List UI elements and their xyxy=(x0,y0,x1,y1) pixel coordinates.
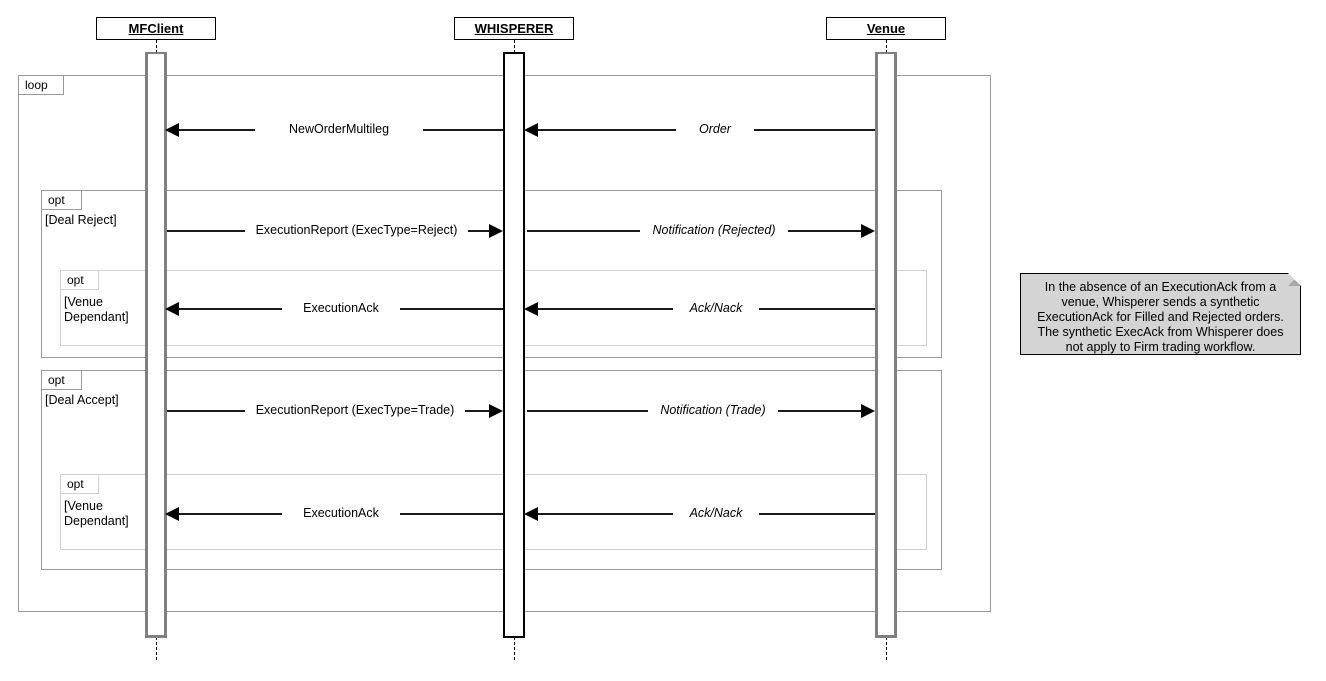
fragment-opt-venue-dependant-2: opt xyxy=(60,474,927,550)
participant-header-whisperer[interactable]: WHISPERER xyxy=(454,17,574,40)
message-label-executionreport-reject: ExecutionReport (ExecType=Reject) xyxy=(245,223,468,237)
message-label-newordermultileg: NewOrderMultileg xyxy=(255,122,423,136)
note-box: In the absence of an ExecutionAck from a… xyxy=(1020,273,1301,355)
fragment-opt-venue-dependant-1-guard: [Venue Dependant] xyxy=(64,295,129,324)
arrowhead-left-icon xyxy=(524,302,538,316)
participant-label-whisperer: WHISPERER xyxy=(474,21,554,36)
fragment-opt-venue-dependant-2-guard: [Venue Dependant] xyxy=(64,499,129,528)
activation-bar-venue xyxy=(875,52,897,638)
participant-header-mfclient[interactable]: MFClient xyxy=(96,17,216,40)
message-label-executionack-2: ExecutionAck xyxy=(282,506,400,520)
arrowhead-left-icon xyxy=(165,507,179,521)
fragment-opt-venue-dependant-2-operator: opt xyxy=(61,475,99,494)
arrowhead-left-icon xyxy=(165,123,179,137)
fragment-opt-deal-reject: opt xyxy=(41,190,942,358)
arrowhead-right-icon xyxy=(489,224,503,238)
arrowhead-right-icon xyxy=(861,404,875,418)
message-label-notification-trade: Notification (Trade) xyxy=(648,403,778,417)
message-label-acknack-1: Ack/Nack xyxy=(673,301,759,315)
fragment-opt-deal-reject-operator: opt xyxy=(42,191,82,210)
fragment-opt-deal-accept-guard: [Deal Accept] xyxy=(45,393,119,407)
activation-bar-mfclient xyxy=(145,52,167,638)
message-label-executionack-1: ExecutionAck xyxy=(282,301,400,315)
note-text: In the absence of an ExecutionAck from a… xyxy=(1037,280,1284,354)
fragment-opt-deal-accept-operator: opt xyxy=(42,371,82,390)
arrowhead-left-icon xyxy=(524,123,538,137)
message-label-acknack-2: Ack/Nack xyxy=(673,506,759,520)
arrowhead-left-icon xyxy=(524,507,538,521)
note-fold-mask-icon xyxy=(1288,273,1301,286)
fragment-opt-venue-dependant-1: opt xyxy=(60,270,927,346)
participant-label-venue: Venue xyxy=(866,21,906,36)
message-label-order: Order xyxy=(676,122,754,136)
participant-label-mfclient: MFClient xyxy=(128,21,184,36)
fragment-opt-deal-reject-guard: [Deal Reject] xyxy=(45,213,117,227)
message-label-notification-rejected: Notification (Rejected) xyxy=(640,223,788,237)
fragment-loop-operator: loop xyxy=(19,76,64,95)
fragment-opt-venue-dependant-1-operator: opt xyxy=(61,271,99,290)
message-label-executionreport-trade: ExecutionReport (ExecType=Trade) xyxy=(245,403,465,417)
arrowhead-right-icon xyxy=(861,224,875,238)
activation-bar-whisperer xyxy=(503,52,525,638)
arrowhead-right-icon xyxy=(489,404,503,418)
fragment-opt-deal-accept: opt xyxy=(41,370,942,570)
arrowhead-left-icon xyxy=(165,302,179,316)
participant-header-venue[interactable]: Venue xyxy=(826,17,946,40)
